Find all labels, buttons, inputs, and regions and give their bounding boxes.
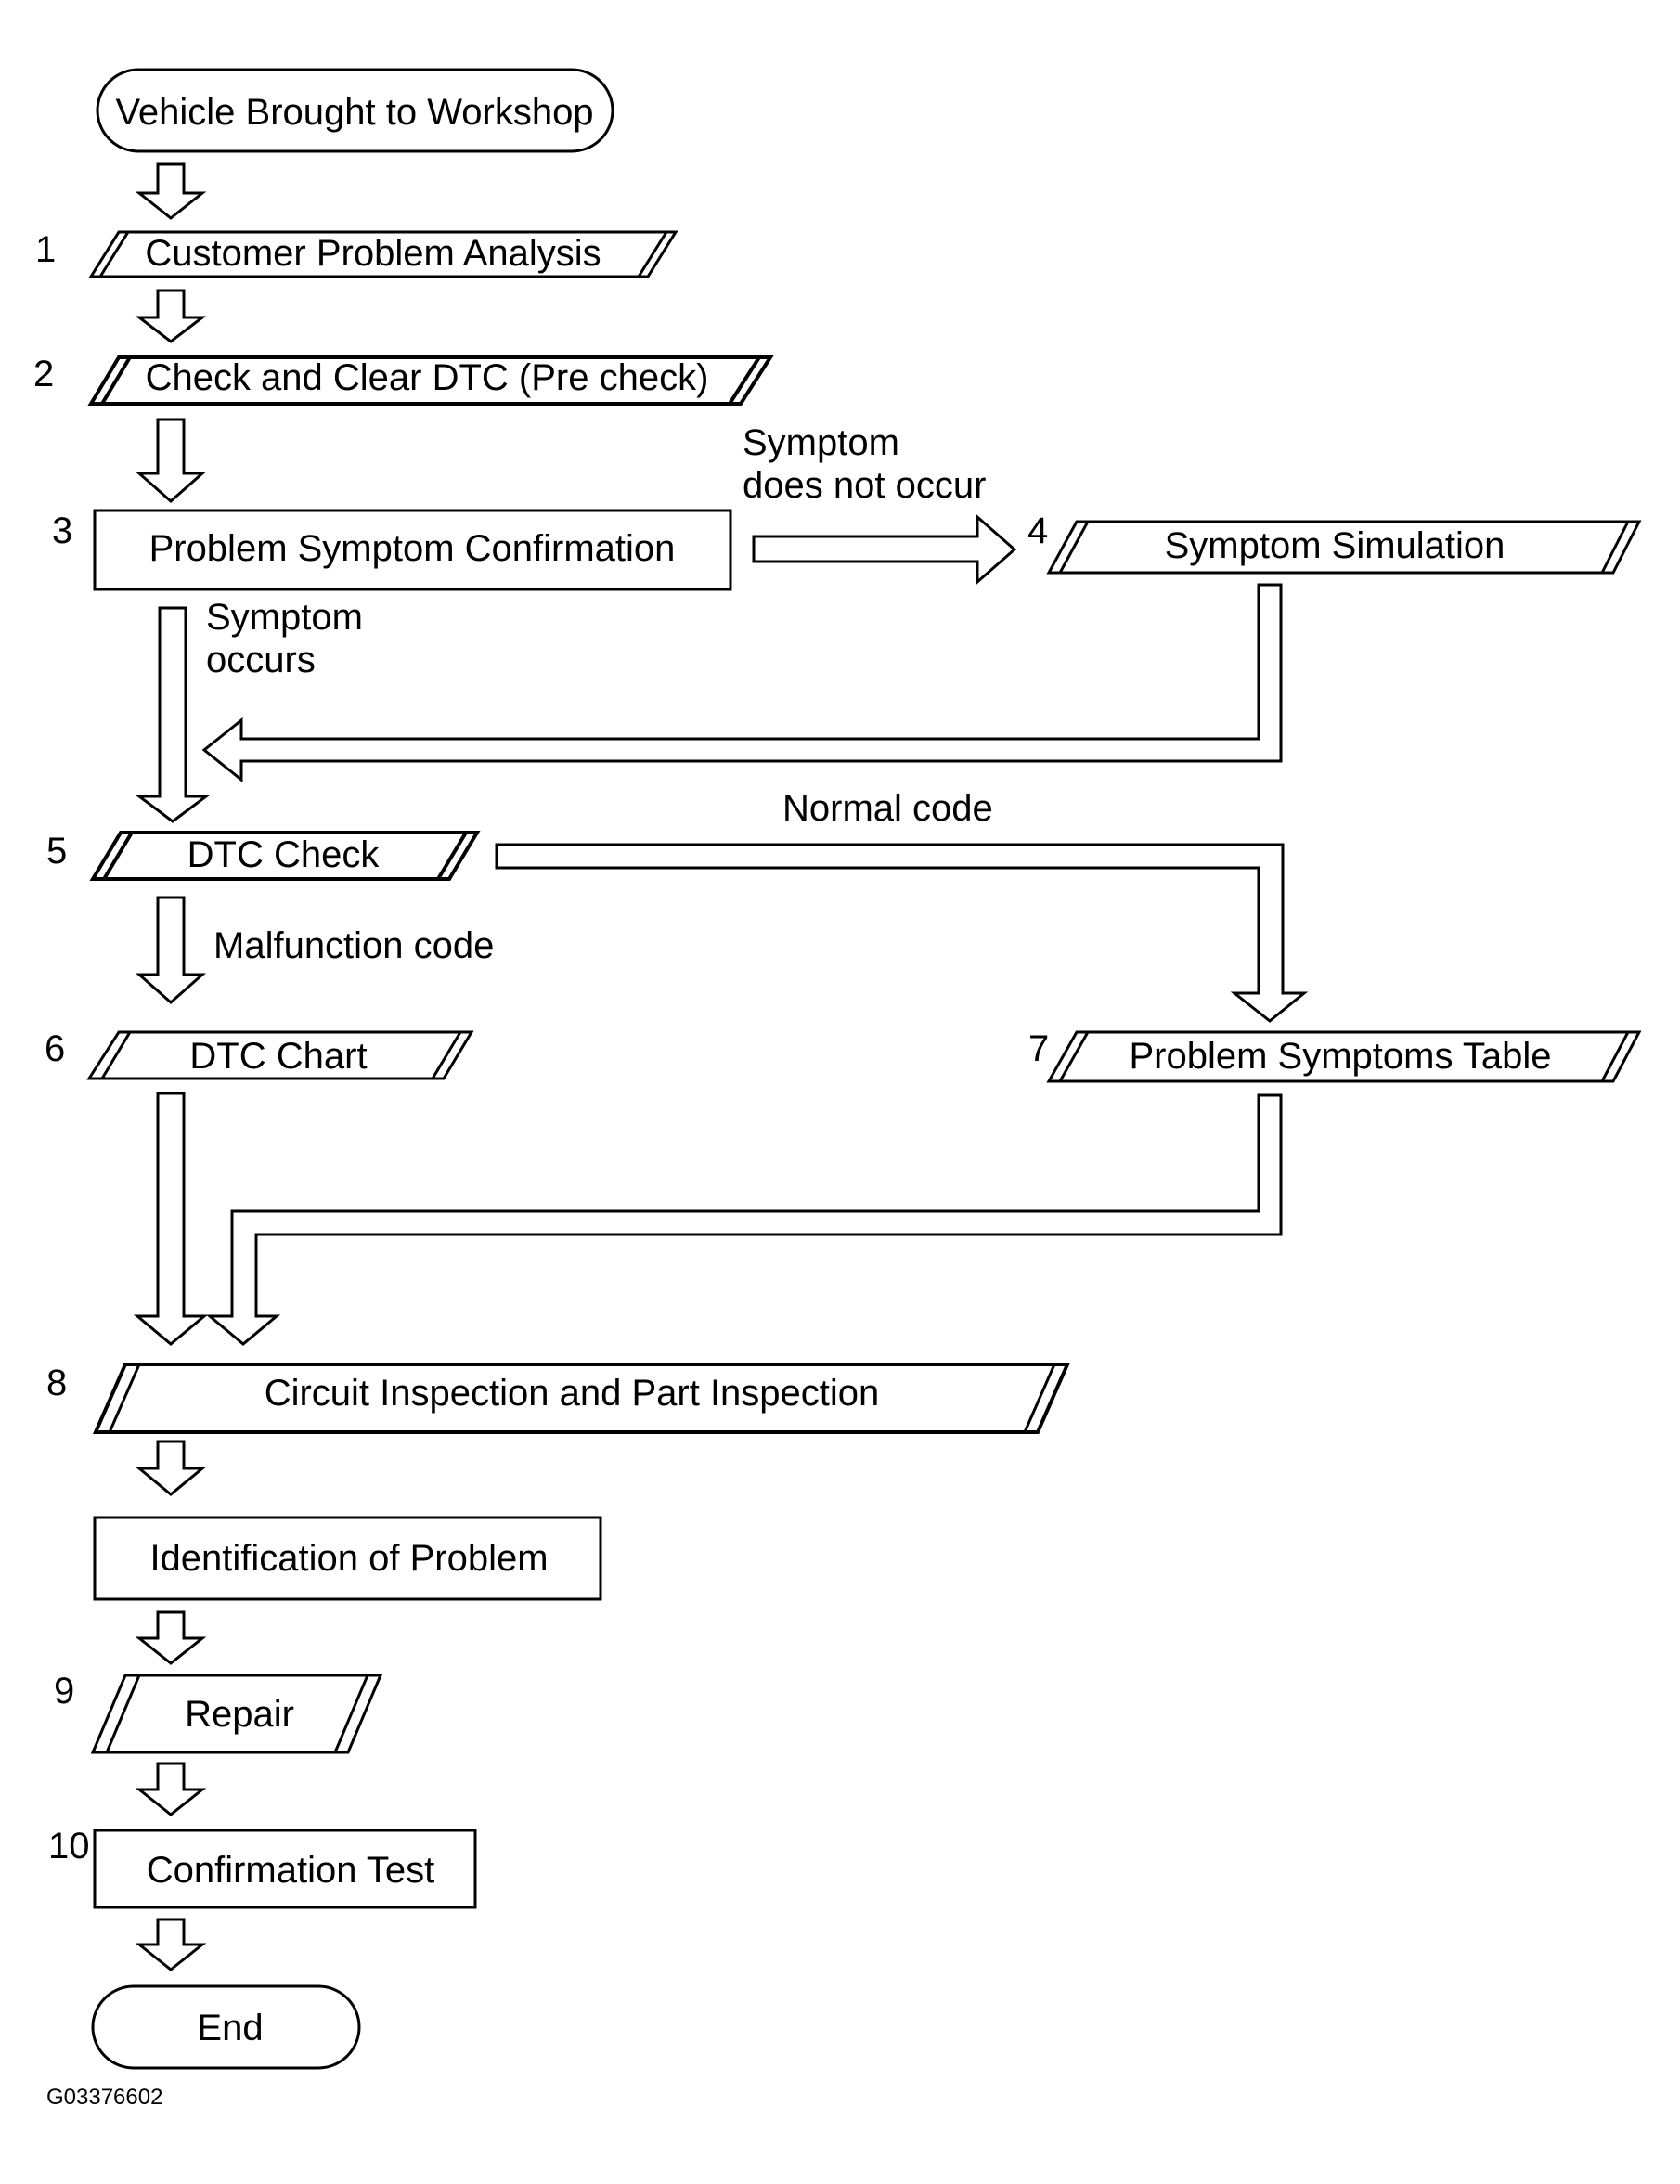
step-5-label: DTC Check xyxy=(187,834,381,875)
step-1-customer-problem-analysis: Customer Problem Analysis xyxy=(88,230,678,278)
step-6-label: DTC Chart xyxy=(189,1036,367,1077)
step-7-problem-symptoms-table: Problem Symptoms Table xyxy=(1046,1030,1642,1083)
step-5-dtc-check: DTC Check xyxy=(89,831,481,881)
arrow-10-to-end xyxy=(135,1918,207,1971)
step-4-symptom-simulation: Symptom Simulation xyxy=(1046,520,1642,575)
step-6-dtc-chart: DTC Chart xyxy=(86,1030,474,1080)
end-node: End xyxy=(91,1984,361,2070)
step-3-label: Problem Symptom Confirmation xyxy=(149,528,676,569)
step-8-circuit-and-part-inspection: Circuit Inspection and Part Inspection xyxy=(92,1363,1071,1434)
arrow-3-to-4 xyxy=(752,513,1017,586)
step-3-problem-symptom-confirmation: Problem Symptom Confirmation xyxy=(93,509,732,591)
step-4-label: Symptom Simulation xyxy=(1165,525,1506,566)
label-malfunction-code: Malfunction code xyxy=(213,925,494,966)
step-number-2: 2 xyxy=(33,354,54,394)
step-number-3: 3 xyxy=(52,510,72,551)
label-symptom-not-occur-1: Symptom xyxy=(743,422,899,463)
arrow-1-to-2 xyxy=(135,289,207,343)
arrow-6-to-8 xyxy=(133,1092,209,1346)
step-number-9: 9 xyxy=(54,1671,74,1712)
end-node-label: End xyxy=(197,2008,263,2048)
start-node-label: Vehicle Brought to Workshop xyxy=(115,92,593,133)
arrow-2-to-3 xyxy=(136,418,206,504)
arrow-8-to-identification xyxy=(135,1440,207,1496)
step-10-confirmation-test: Confirmation Test xyxy=(93,1829,477,1909)
step-2-check-and-clear-dtc: Check and Clear DTC (Pre check) xyxy=(87,355,774,406)
arrow-4-to-5-return xyxy=(201,583,1283,783)
step-number-7: 7 xyxy=(1028,1028,1049,1069)
step-number-10: 10 xyxy=(48,1826,90,1867)
label-symptom-occurs-2: occurs xyxy=(206,640,316,680)
step-10-label: Confirmation Test xyxy=(147,1850,435,1891)
arrow-5-to-6 xyxy=(136,896,206,1005)
start-node: Vehicle Brought to Workshop xyxy=(96,68,614,153)
step-number-6: 6 xyxy=(45,1028,65,1069)
step-9-repair: Repair xyxy=(90,1674,383,1754)
identification-label: Identification of Problem xyxy=(149,1538,548,1579)
arrow-9-to-10 xyxy=(135,1762,207,1816)
step-number-4: 4 xyxy=(1027,510,1048,551)
arrow-7-to-8 xyxy=(205,1093,1283,1346)
step-number-1: 1 xyxy=(35,229,56,270)
step-number-5: 5 xyxy=(46,831,67,872)
step-2-label: Check and Clear DTC (Pre check) xyxy=(146,357,709,398)
figure-id: G03376602 xyxy=(46,2085,162,2110)
arrow-start-to-1 xyxy=(135,162,207,220)
arrow-identification-to-9 xyxy=(135,1610,207,1665)
identification-of-problem: Identification of Problem xyxy=(93,1516,602,1601)
step-number-8: 8 xyxy=(46,1363,67,1403)
label-symptom-occurs-1: Symptom xyxy=(206,597,363,638)
label-symptom-not-occur-2: does not occur xyxy=(743,465,986,506)
arrow-3-to-5 xyxy=(135,606,211,823)
step-1-label: Customer Problem Analysis xyxy=(145,233,601,274)
arrow-5-to-7 xyxy=(495,843,1309,1023)
step-7-label: Problem Symptoms Table xyxy=(1130,1036,1552,1077)
step-8-label: Circuit Inspection and Part Inspection xyxy=(265,1373,880,1414)
step-9-label: Repair xyxy=(185,1694,294,1735)
label-normal-code: Normal code xyxy=(782,788,993,829)
